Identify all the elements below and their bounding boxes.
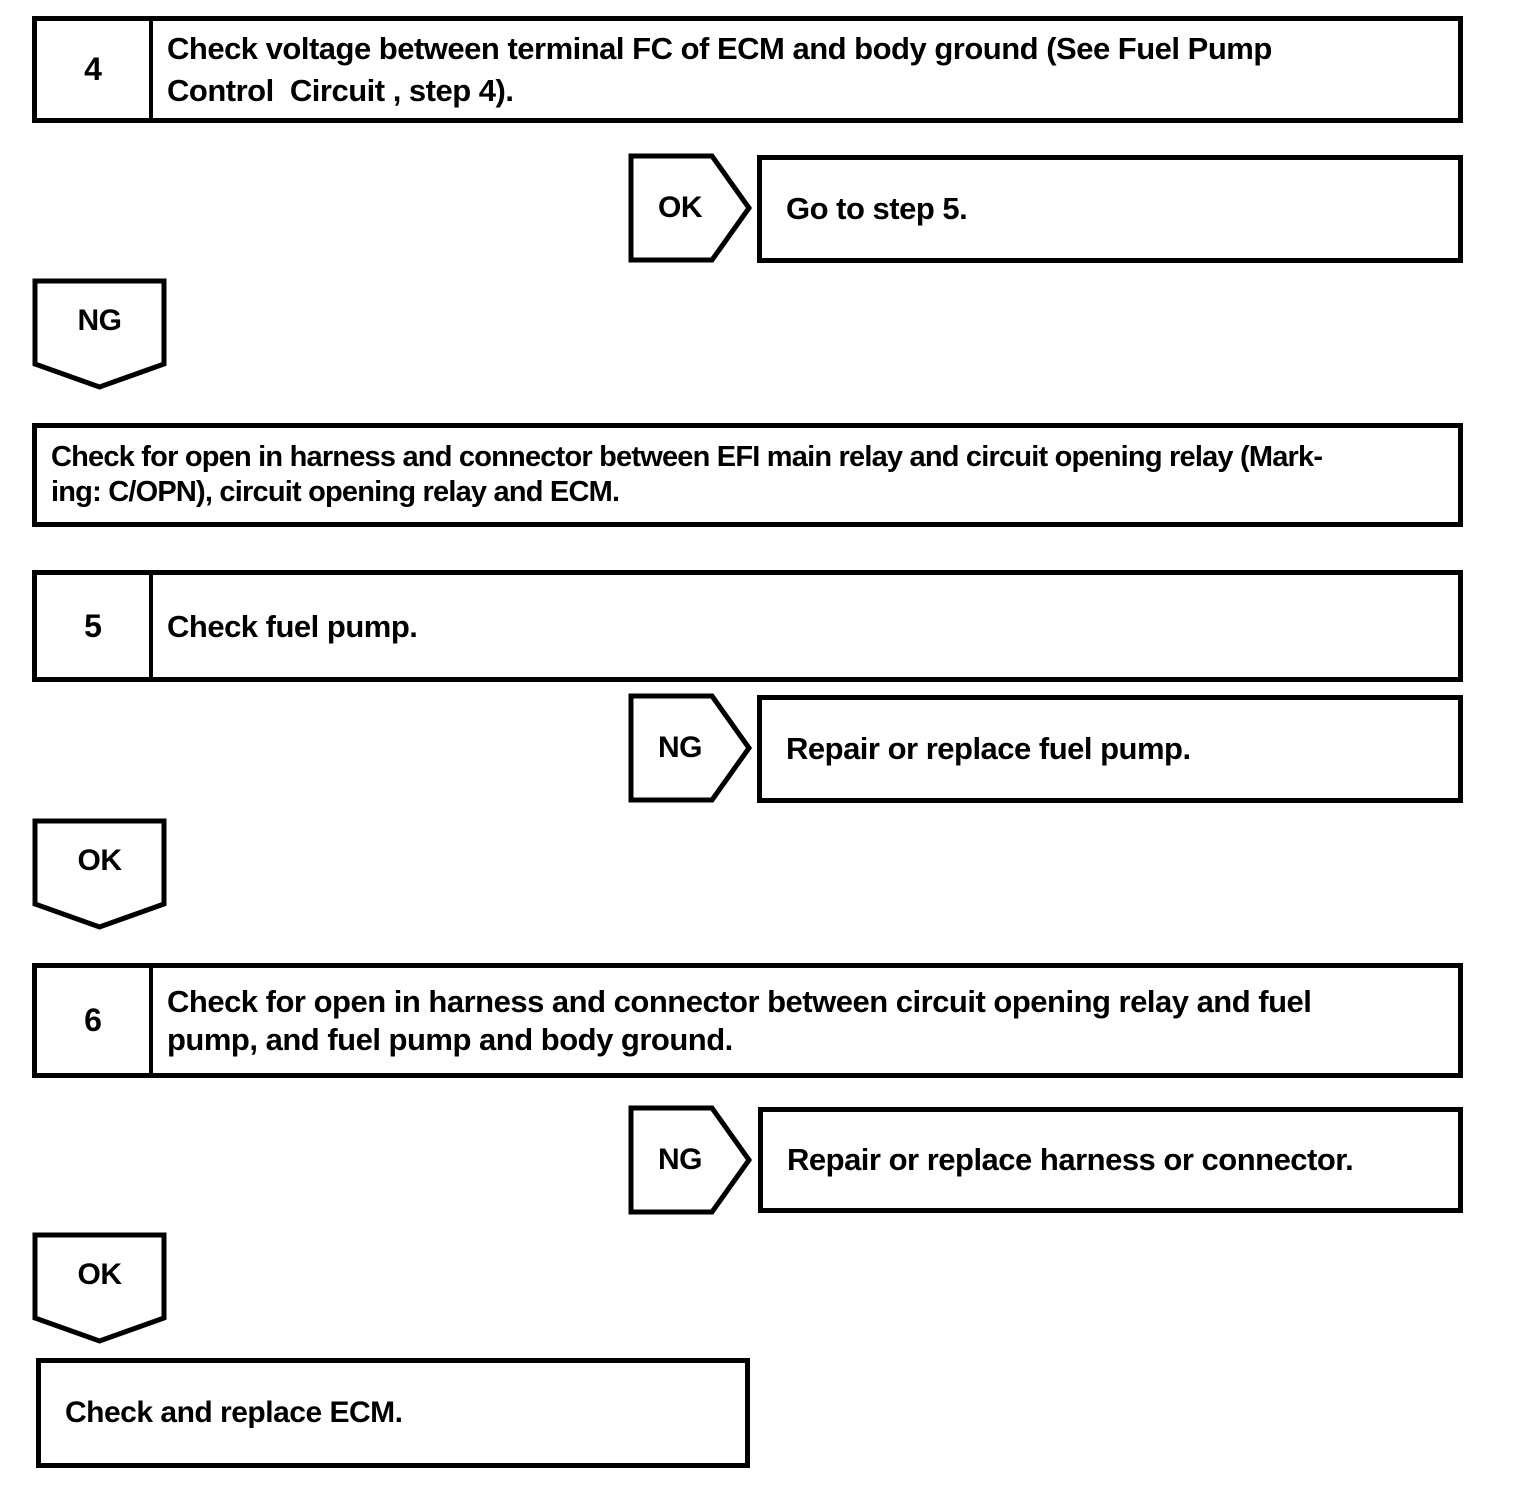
ng-arrow-label: NG: [658, 1143, 703, 1176]
ok-pentagon-label: OK: [77, 1258, 123, 1291]
step-6-text-line2: pump, and fuel pump and body ground.: [167, 1021, 733, 1057]
ok-pentagon-label: OK: [77, 844, 123, 877]
step-6-number: 6: [37, 968, 153, 1073]
ng-pentagon-label: NG: [77, 304, 123, 337]
step-6-box: 6 Check for open in harness and connecto…: [32, 963, 1463, 1078]
step-4-text-line1: Check voltage between terminal FC of ECM…: [167, 30, 1272, 66]
ok-arrow-label: OK: [658, 191, 703, 224]
ok-arrow-step4: OK: [628, 153, 752, 263]
result-box-go-to-step5: Go to step 5.: [757, 155, 1463, 263]
ng-pentagon-step4: NG: [32, 278, 167, 390]
step-4-instruction: Check voltage between terminal FC of ECM…: [153, 21, 1458, 118]
down-pentagon-icon: [32, 818, 167, 930]
harness-check-line1: Check for open in harness and connector …: [51, 441, 1323, 473]
ng-arrow-step6: NG: [628, 1105, 752, 1215]
down-pentagon-icon: [32, 278, 167, 390]
step-4-box: 4 Check voltage between terminal FC of E…: [32, 16, 1463, 123]
step-5-number: 5: [37, 575, 153, 677]
harness-check-line2: ing: C/OPN), circuit opening relay and E…: [51, 476, 620, 508]
ng-arrow-label: NG: [658, 731, 703, 764]
right-arrow-icon: [628, 1105, 752, 1215]
step-5-text: Check fuel pump.: [167, 608, 418, 644]
result-text-repair-harness: Repair or replace harness or connector.: [787, 1142, 1354, 1177]
result-text-go-to-step5: Go to step 5.: [786, 191, 968, 226]
final-action-text: Check and replace ECM.: [65, 1396, 403, 1429]
result-text-repair-fuel-pump: Repair or replace fuel pump.: [786, 731, 1191, 766]
ng-arrow-step5: NG: [628, 693, 752, 803]
harness-check-box: Check for open in harness and connector …: [32, 423, 1463, 527]
final-action-box: Check and replace ECM.: [36, 1358, 750, 1468]
step-4-text-line2: Control Circuit , step 4).: [167, 72, 514, 108]
right-arrow-icon: [628, 153, 752, 263]
ok-pentagon-step6: OK: [32, 1232, 167, 1344]
ok-pentagon-step5: OK: [32, 818, 167, 930]
result-box-repair-harness: Repair or replace harness or connector.: [758, 1107, 1463, 1213]
step-5-box: 5 Check fuel pump.: [32, 570, 1463, 682]
down-pentagon-icon: [32, 1232, 167, 1344]
step-5-instruction: Check fuel pump.: [153, 575, 1458, 677]
result-box-repair-fuel-pump: Repair or replace fuel pump.: [757, 695, 1463, 803]
step-6-text-line1: Check for open in harness and connector …: [167, 983, 1312, 1019]
right-arrow-icon: [628, 693, 752, 803]
step-4-number: 4: [37, 21, 153, 118]
step-6-instruction: Check for open in harness and connector …: [153, 968, 1458, 1073]
